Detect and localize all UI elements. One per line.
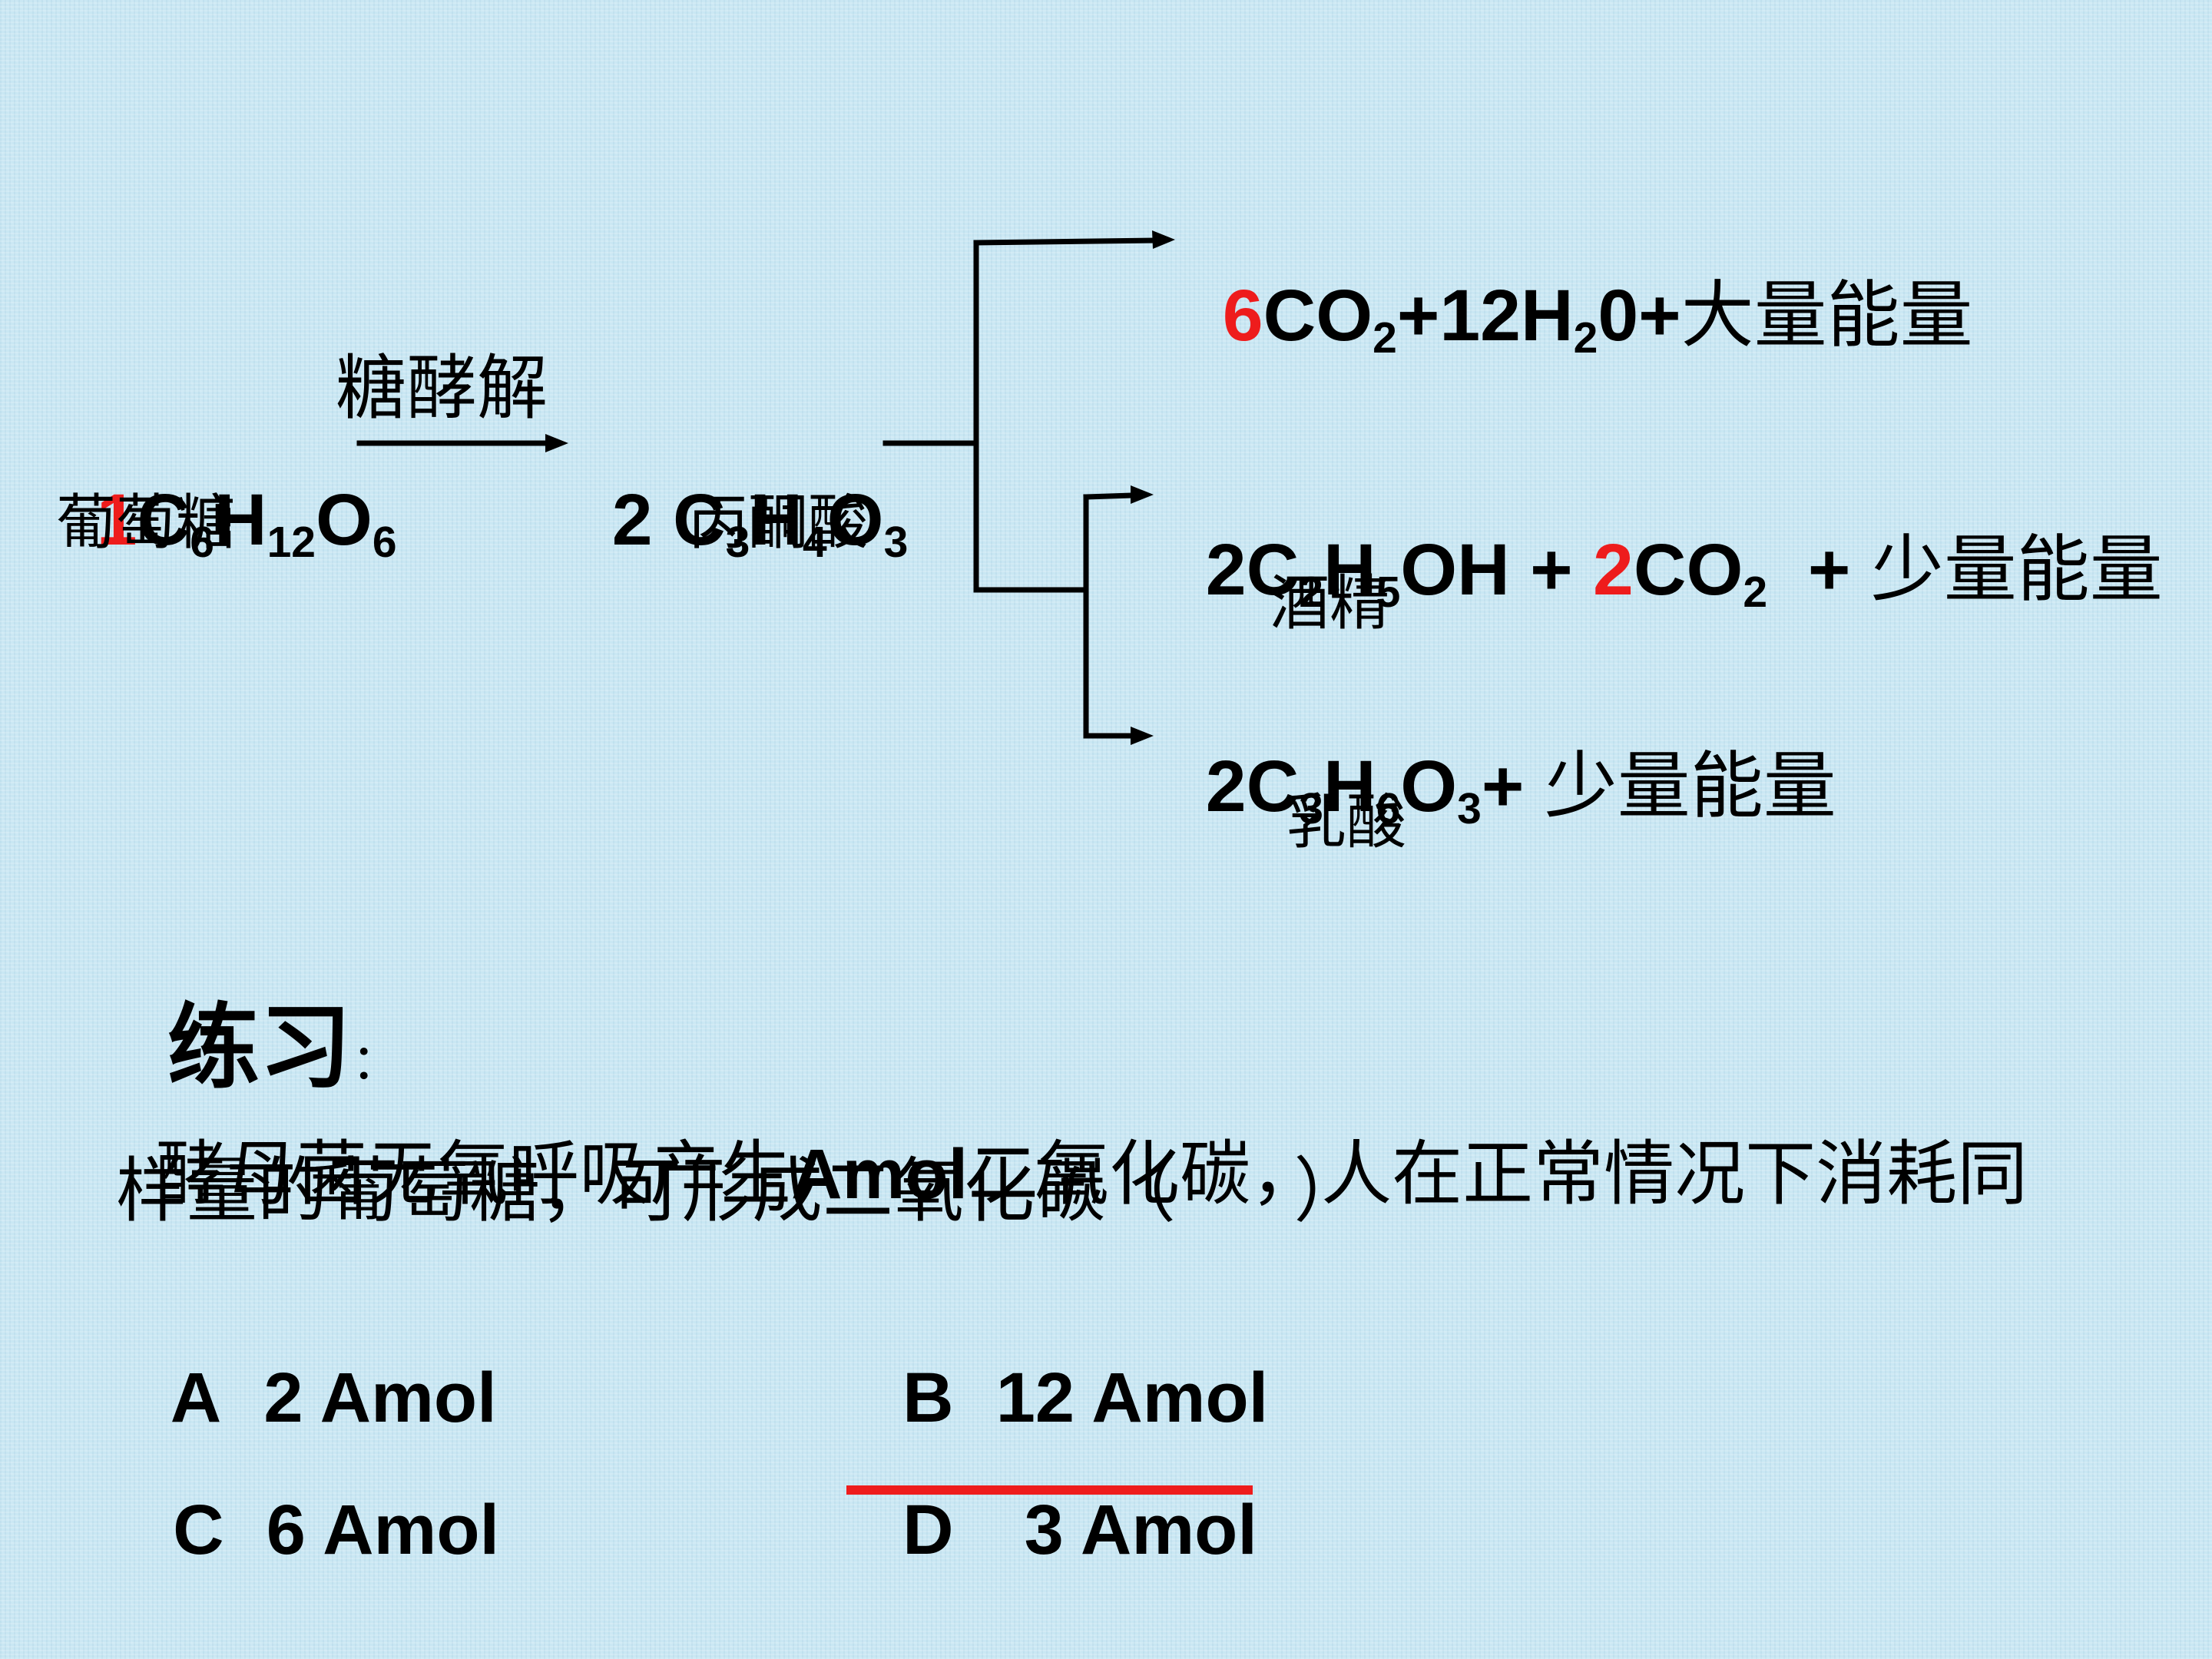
pyruvate-formula: 2 C3H4O3 — [571, 411, 908, 565]
lactic-arrowhead — [1131, 727, 1154, 745]
lactic-label: 乳酸 — [1286, 788, 1407, 856]
aerobic-arrowhead — [1152, 230, 1175, 249]
formula-segment: C — [137, 479, 190, 561]
option-letter: C — [173, 1491, 224, 1569]
alcohol-arrowhead — [1131, 485, 1154, 504]
coefficient-red: 6 — [1222, 275, 1263, 356]
formula-segment: CO — [1633, 529, 1743, 611]
alcohol-products: 2C2H5OH + 2CO2 + 少量能量 — [1165, 461, 2163, 614]
question-line-2: 样量的葡萄糖，可形成二氧化碳（ ） — [116, 1152, 1365, 1230]
alcohol-label: 酒精 — [1270, 569, 1390, 637]
energy-text: 少量能量 — [1544, 746, 1836, 827]
lactic-products: 2C3H6O3+ 少量能量 — [1165, 677, 1836, 831]
formula-subscript: 4 — [802, 517, 827, 567]
question-segment-bold: Amol — [791, 1135, 969, 1214]
formula-subscript: 3 — [1457, 783, 1482, 833]
formula-segment: + — [1481, 746, 1545, 827]
pyruvate-label: 丙酮酸 — [688, 488, 869, 556]
formula-segment: H — [750, 479, 803, 561]
exercise-heading-text: 练习 — [167, 996, 352, 1099]
formula-segment: 0+ — [1598, 275, 1681, 356]
formula-segment: +12H — [1396, 275, 1574, 356]
option-text: 12 Amol — [995, 1359, 1269, 1437]
formula-subscript: 5 — [1376, 567, 1401, 617]
energy-text: 少量能量 — [1870, 529, 2163, 611]
formula-subscript: 3 — [1299, 783, 1323, 833]
exercise-heading: 练习： — [116, 909, 401, 1094]
formula-subscript: 3 — [725, 517, 750, 567]
glucose-label: 葡萄糖 — [56, 488, 237, 556]
formula-subscript: 2 — [1373, 313, 1397, 363]
exercise-heading-colon: ： — [351, 1035, 401, 1090]
formula-subscript: 3 — [883, 517, 909, 567]
glycolysis-label: 糖酵解 — [336, 349, 548, 428]
option-letter: D — [902, 1491, 954, 1569]
aerobic-arrow-shaft — [973, 237, 1157, 246]
option-letter: A — [170, 1359, 222, 1437]
formula-segment: + — [1767, 529, 1871, 611]
option-text: 2 Amol — [263, 1359, 497, 1437]
formula-subscript: 2 — [1573, 313, 1598, 363]
question-line-1: 酵母菌无氧呼吸产生Amol二氧化碳，人在正常情况下消耗同 — [116, 1068, 2028, 1210]
glucose-formula: 1C6H12O6 — [56, 411, 397, 565]
question-segment: 酵母菌无氧呼吸产生 — [155, 1135, 792, 1214]
formula-segment: H — [1323, 529, 1376, 611]
formula-subscript: 2 — [1743, 567, 1768, 617]
option-letter: B — [902, 1359, 954, 1437]
formula-segment: OH + — [1400, 529, 1594, 611]
formula-subscript: 6 — [1376, 783, 1401, 833]
formula-segment: 2C — [1205, 529, 1300, 611]
option-text: 6 Amol — [266, 1491, 500, 1569]
aerobic-products: 6CO2+12H20+大量能量 — [1182, 207, 1973, 360]
formula-segment: O — [826, 479, 884, 561]
question-segment: 二氧化碳，人在正常情况下消耗同 — [968, 1135, 2028, 1214]
formula-segment: CO — [1263, 275, 1373, 356]
formula-subscript: 6 — [372, 517, 397, 567]
formula-segment: 2 C — [611, 479, 726, 561]
option-text: 3 Amol — [1024, 1491, 1257, 1569]
formula-subscript: 12 — [267, 517, 316, 567]
formula-segment: H — [1323, 746, 1376, 827]
formula-segment: H — [214, 479, 267, 561]
coefficient-red: 2 — [1593, 529, 1634, 611]
glycolysis-arrowhead — [545, 434, 568, 452]
formula-subscript: 6 — [190, 517, 214, 567]
alcohol-arrow-shaft — [1083, 492, 1135, 500]
formula-subscript: 2 — [1299, 567, 1323, 617]
coefficient-red: 1 — [96, 479, 137, 561]
energy-text: 大量能量 — [1681, 275, 1973, 356]
answer-underline — [846, 1485, 1253, 1495]
formula-segment: O — [315, 479, 373, 561]
formula-segment: 2C — [1205, 746, 1300, 827]
formula-segment: O — [1400, 746, 1458, 827]
